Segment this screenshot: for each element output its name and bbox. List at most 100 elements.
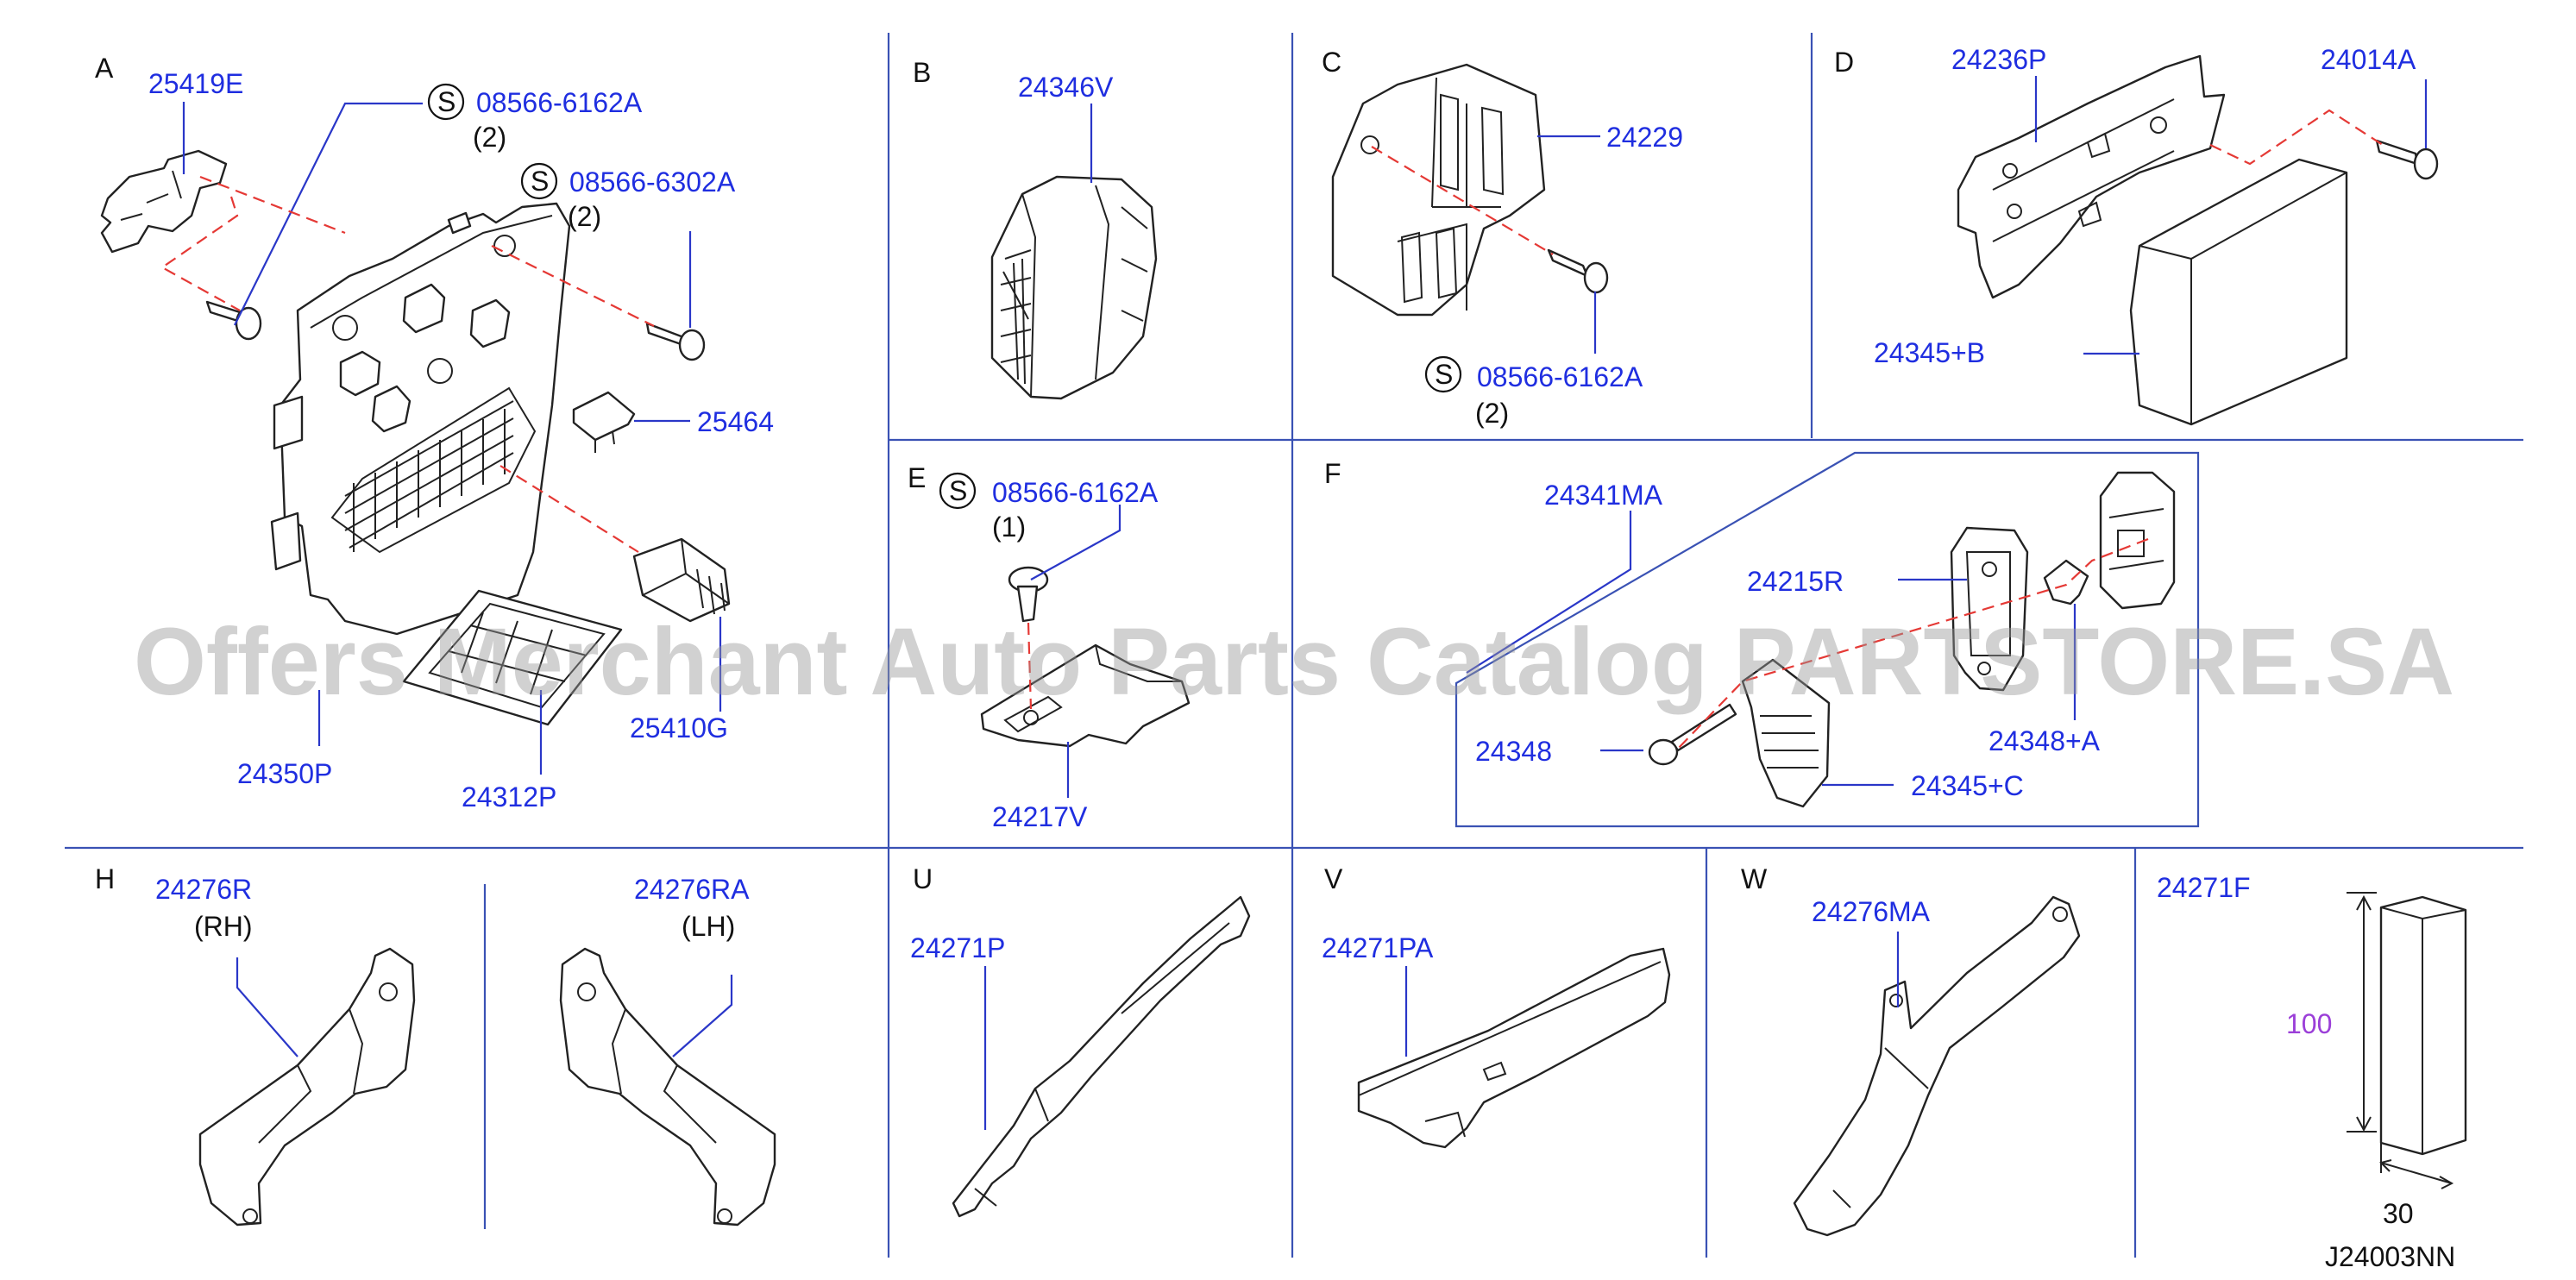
leader-line (234, 102, 423, 326)
relay-drawing (632, 537, 731, 623)
section-letter-h: H (95, 863, 115, 894)
part-label-24236p[interactable]: 24236P (1951, 44, 2046, 75)
part-label-24312p[interactable]: 24312P (462, 781, 556, 813)
junction-box-drawing (270, 202, 571, 636)
quantity-label: (1) (992, 511, 1026, 543)
leader-line (236, 957, 298, 1057)
section-tape: 24271F 100 30 (2157, 872, 2467, 1229)
side-label-rh: (RH) (194, 911, 253, 942)
part-label-08566-6162a[interactable]: 08566-6162A (1477, 361, 1643, 392)
section-f-outline (1454, 451, 2200, 828)
watermark-text: Offers Merchant Auto Parts Catalog PARTS… (134, 609, 2454, 715)
leader-line (1030, 505, 1122, 580)
section-c: S 24229 08566-6162A (2) (1331, 63, 1683, 429)
tape-drawing (2379, 895, 2467, 1156)
dashed-alignment-line (1371, 146, 1554, 255)
bracket-drawing (1950, 526, 2029, 692)
screw-drawing-a1 (205, 300, 262, 341)
part-label-24348-a[interactable]: 24348+A (1989, 725, 2101, 756)
rail-bracket-drawing (1357, 947, 1671, 1149)
part-label-24345-c[interactable]: 24345+C (1911, 770, 2024, 801)
dashed-alignment-line (1677, 537, 2149, 750)
dimension-width-label: 30 (2383, 1198, 2414, 1229)
section-h: 24276R (RH) 24276RA (LH) (155, 874, 776, 1227)
fuse-drawing (572, 391, 636, 453)
part-label-25464[interactable]: 25464 (697, 406, 774, 437)
part-label-24217v[interactable]: 24217V (992, 801, 1088, 832)
part-label-24348[interactable]: 24348 (1475, 736, 1552, 767)
section-a: S S 25419E 08566-6162A (2) 08566-6302A (… (100, 68, 774, 813)
s-mark: S (1435, 359, 1453, 390)
section-letter-f: F (1324, 458, 1341, 489)
sensor-module-drawing (2099, 471, 2176, 610)
plate-bracket-drawing (980, 643, 1191, 748)
dashed-alignment-line (499, 465, 639, 553)
leader-line (1466, 511, 1632, 674)
part-label-24276r[interactable]: 24276R (155, 874, 252, 905)
dashed-alignment-line (1027, 622, 1033, 710)
screw-drawing-a2 (645, 322, 706, 361)
connector-drawing (1741, 658, 1831, 808)
dashed-alignment-line (160, 196, 241, 311)
part-label-24014a[interactable]: 24014A (2321, 44, 2416, 75)
section-letter-b: B (913, 57, 931, 88)
section-letter-d: D (1834, 47, 1854, 78)
ecu-module-drawing (2129, 158, 2348, 426)
rail-bracket-drawing (1793, 895, 2081, 1237)
bracket-drawing (1957, 54, 2226, 299)
section-f: 24341MA 24215R 24348 24348+A 24345+C (1454, 451, 2200, 828)
bracket-drawing (100, 149, 228, 254)
part-label-24345-b[interactable]: 24345+B (1874, 337, 1985, 368)
section-letter-e: E (908, 462, 926, 493)
part-label-25410g[interactable]: 25410G (630, 712, 728, 744)
part-label-24229[interactable]: 24229 (1606, 122, 1683, 153)
section-letter-v: V (1324, 863, 1343, 894)
part-label-24271p[interactable]: 24271P (910, 932, 1005, 963)
leader-line (672, 975, 733, 1057)
part-label-24276ra[interactable]: 24276RA (634, 874, 750, 905)
part-label-08566-6162a[interactable]: 08566-6162A (992, 477, 1159, 508)
rail-bracket-drawing (952, 895, 1251, 1218)
section-w: 24276MA (1793, 895, 2081, 1237)
part-label-24271pa[interactable]: 24271PA (1322, 932, 1434, 963)
dashed-alignment-line (491, 245, 655, 327)
dimension-height-label: 100 (2286, 1008, 2332, 1039)
screw-drawing-c (1547, 248, 1609, 294)
section-u: 24271P (910, 895, 1251, 1218)
s-mark: S (949, 475, 967, 506)
section-e: S 08566-6162A (1) 24217V (939, 472, 1191, 832)
cover-drawing (402, 589, 623, 726)
screw-drawing-e (1008, 566, 1049, 623)
part-label-25419e[interactable]: 25419E (148, 68, 243, 99)
part-label-24341ma[interactable]: 24341MA (1544, 480, 1663, 511)
bracket-rh-drawing (198, 947, 416, 1227)
grid-lines (65, 33, 2523, 1258)
quantity-label: (2) (1475, 398, 1509, 429)
part-label-24215r[interactable]: 24215R (1747, 566, 1844, 597)
side-label-lh: (LH) (682, 911, 735, 942)
quantity-label: (2) (568, 201, 601, 232)
clip-drawing (2043, 559, 2089, 605)
section-letters: A B C D E F H U V W (95, 47, 1854, 894)
s-mark-circle (1424, 355, 1462, 393)
part-label-24276ma[interactable]: 24276MA (1812, 896, 1931, 927)
bracket-lh-drawing (559, 947, 776, 1227)
dashed-alignment-line (2209, 109, 2384, 166)
part-label-08566-6302a[interactable]: 08566-6302A (569, 166, 736, 198)
part-label-24271f[interactable]: 24271F (2157, 872, 2251, 903)
part-label-24346v[interactable]: 24346V (1018, 72, 1114, 103)
section-b: 24346V (990, 72, 1158, 400)
section-letter-c: C (1322, 47, 1341, 78)
s-mark: S (531, 166, 549, 197)
s-mark: S (437, 86, 456, 117)
bracket-drawing (1331, 63, 1546, 317)
s-mark-circle (520, 162, 558, 200)
s-mark-circle (427, 83, 465, 121)
dimension-lines (2347, 892, 2454, 1189)
part-label-08566-6162a[interactable]: 08566-6162A (476, 87, 643, 118)
section-letter-a: A (95, 53, 114, 84)
diagram-code: J24003NN (2325, 1241, 2455, 1272)
part-label-24350p[interactable]: 24350P (237, 758, 332, 789)
